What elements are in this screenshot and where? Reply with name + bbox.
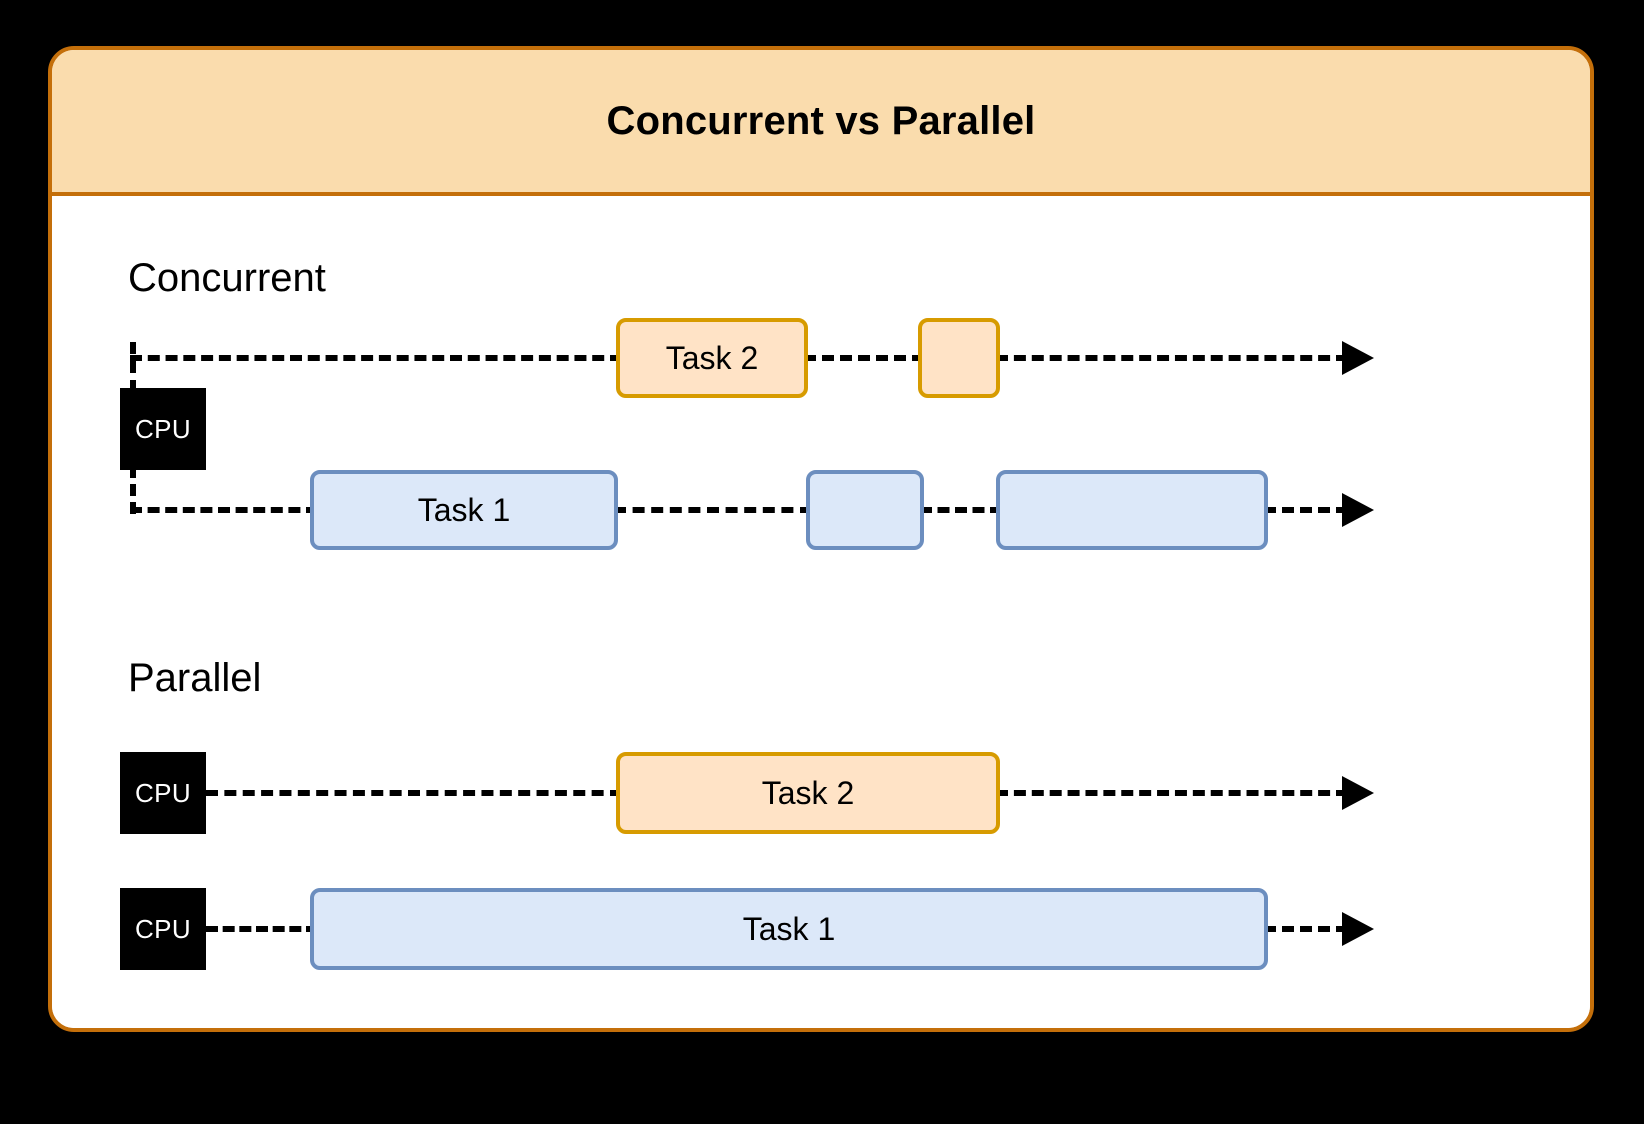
task-block-label: Task 1 [417,491,511,528]
concurrent-task1-rail-segment-3 [920,507,1002,513]
concurrent-task1-arrow-icon [1342,493,1374,527]
cpu-label: CPU [134,413,192,444]
concurrent-cpu-downlink-line [130,466,136,514]
concurrent-task1-block-1[interactable]: Task 1 [310,470,618,550]
task-block-label: Task 2 [761,774,855,811]
concurrent-task2-rail-segment-2 [804,355,924,361]
diagram-card: Concurrent vs Parallel Concurrent CPU Ta… [48,46,1594,1032]
parallel-task1-block-1[interactable]: Task 1 [310,888,1268,970]
cpu-block-parallel-2: CPU [120,888,206,970]
task-block-label: Task 1 [742,910,836,947]
section-label-parallel: Parallel [128,656,262,700]
concurrent-task1-rail-segment-2 [614,507,812,513]
concurrent-task1-rail-segment-1 [130,507,318,513]
concurrent-cpu-uplink-line [130,342,136,392]
section-label-concurrent: Concurrent [128,256,326,300]
cpu-block-parallel-1: CPU [120,752,206,834]
parallel-task2-arrow-icon [1342,776,1374,810]
cpu-label: CPU [134,913,192,944]
concurrent-task2-block-1[interactable]: Task 2 [616,318,808,398]
parallel-task1-rail-segment-2 [1264,926,1348,932]
parallel-task2-rail-segment-2 [996,790,1348,796]
concurrent-task2-rail-segment-1 [130,355,622,361]
concurrent-task2-rail-segment-3 [996,355,1348,361]
concurrent-task2-block-2[interactable] [918,318,1000,398]
parallel-task2-rail-segment-1 [206,790,622,796]
cpu-label: CPU [134,777,192,808]
diagram-title: Concurrent vs Parallel [606,98,1036,143]
task-block-label: Task 2 [665,339,759,376]
concurrent-task1-block-3[interactable] [996,470,1268,550]
parallel-task1-arrow-icon [1342,912,1374,946]
concurrent-task1-block-2[interactable] [806,470,924,550]
diagram-header: Concurrent vs Parallel [52,50,1590,196]
concurrent-task2-arrow-icon [1342,341,1374,375]
parallel-task2-block-1[interactable]: Task 2 [616,752,1000,834]
cpu-block-concurrent: CPU [120,388,206,470]
concurrent-task1-rail-segment-4 [1264,507,1348,513]
parallel-task1-rail-segment-1 [206,926,318,932]
diagram-body: Concurrent CPU Task 2 [52,196,1590,1028]
